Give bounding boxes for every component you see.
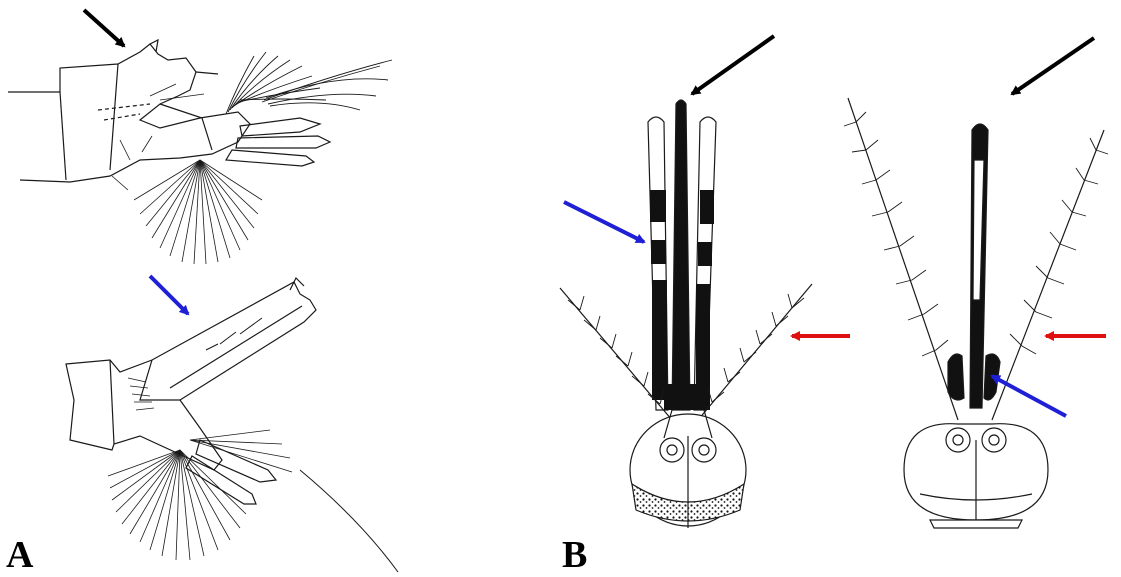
plumose-antenna-left-culex bbox=[844, 112, 948, 356]
plumose-antenna-left bbox=[568, 296, 664, 404]
black-arrow-icon bbox=[692, 36, 774, 94]
antenna-socket-right-culex bbox=[982, 428, 1006, 452]
larva-short-siphon-drawing bbox=[8, 40, 392, 264]
pecten-comb bbox=[128, 378, 154, 410]
anopheles-head-drawing bbox=[560, 100, 812, 528]
black-arrow-icon bbox=[1012, 38, 1094, 94]
blue-arrow-icon bbox=[150, 276, 188, 314]
panel-label-b: B bbox=[562, 536, 587, 574]
blue-arrow-icon bbox=[992, 376, 1066, 416]
larva-long-siphon-drawing bbox=[66, 278, 398, 572]
upper-brush-fan bbox=[226, 52, 392, 114]
antenna-socket-left bbox=[660, 438, 684, 462]
panel-label-a: A bbox=[6, 536, 33, 574]
antenna-socket-right bbox=[692, 438, 716, 462]
panel-b-adult-head-drawings bbox=[560, 36, 1108, 528]
black-arrow-icon bbox=[84, 10, 124, 46]
culex-head-drawing bbox=[844, 98, 1108, 528]
lower-ventral-brush bbox=[134, 160, 262, 264]
panel-a-larval-siphon-drawings bbox=[8, 10, 398, 572]
ventral-brush-fan bbox=[108, 430, 292, 560]
blue-arrow-icon bbox=[564, 202, 644, 242]
short-palp-left bbox=[948, 354, 964, 400]
proboscis-left-head bbox=[672, 100, 690, 410]
antenna-socket-left-culex bbox=[946, 428, 970, 452]
